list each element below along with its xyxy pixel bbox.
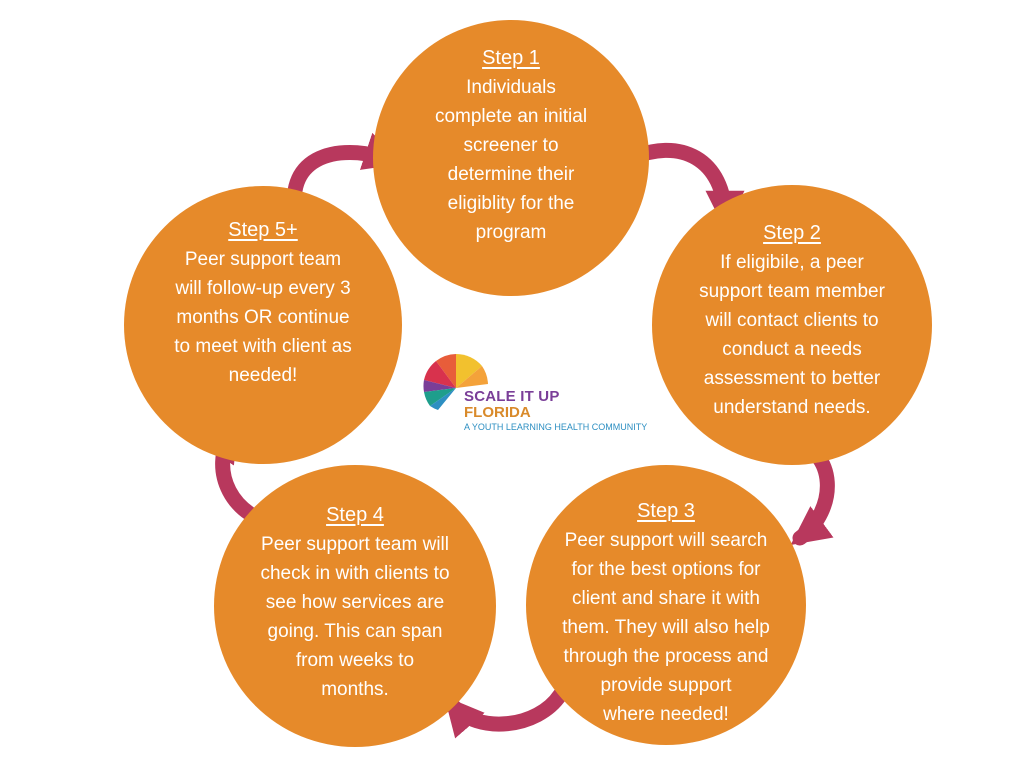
logo-name-line-2: FLORIDA xyxy=(464,404,531,421)
step-5-circle: Step 5+ Peer support team will follow-up… xyxy=(124,186,402,464)
fan-chart-logo-icon xyxy=(423,353,488,410)
step-3-description: Peer support will search for the best op… xyxy=(562,530,770,725)
step-4-circle: Step 4 Peer support team will check in w… xyxy=(214,465,496,747)
logo-tagline: A YOUTH LEARNING HEALTH COMMUNITY xyxy=(464,422,648,432)
step-2-title: Step 2 xyxy=(763,221,821,244)
step-5-title: Step 5+ xyxy=(228,219,298,241)
step-3-title: Step 3 xyxy=(637,500,695,522)
arrow-step3-to-step4 xyxy=(444,687,568,739)
step-4-description: Peer support team will check in with cli… xyxy=(260,533,450,700)
logo-name-line-1: SCALE IT UP xyxy=(464,388,560,405)
step-4-title: Step 4 xyxy=(326,503,384,526)
step-5-description: Peer support team will follow-up every 3… xyxy=(174,249,352,386)
step-1-title: Step 1 xyxy=(482,46,540,69)
step-2-description: If eligibile, a peer support team member… xyxy=(699,251,885,418)
step-3-circle: Step 3 Peer support will search for the … xyxy=(526,465,806,745)
step-2-circle: Step 2 If eligibile, a peer support team… xyxy=(652,185,932,465)
scale-it-up-florida-logo: SCALE IT UP FLORIDA A YOUTH LEARNING HEA… xyxy=(416,340,648,435)
step-1-description: Individuals complete an initial screener… xyxy=(434,76,588,243)
step-1-circle: Step 1 Individuals complete an initial s… xyxy=(373,20,649,296)
